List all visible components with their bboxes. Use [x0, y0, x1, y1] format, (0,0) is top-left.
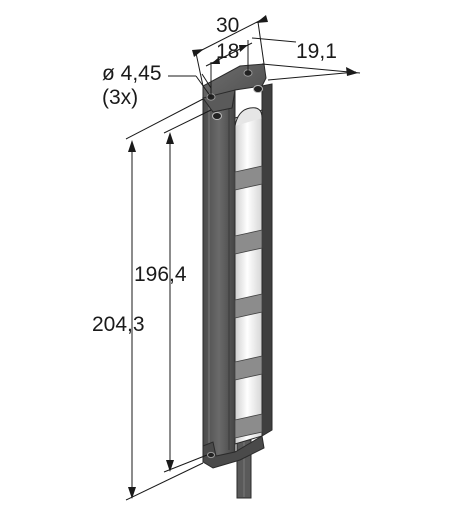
label-overall-length: 204,3 [92, 313, 145, 336]
label-overall-width: 30 [216, 14, 239, 37]
lens-separator [234, 165, 263, 191]
lens-window [234, 107, 263, 445]
label-hole-diameter: ø 4,45 [102, 62, 162, 85]
label-hole-spacing: 18 [216, 40, 239, 63]
lens-separator [234, 413, 263, 439]
label-hole-pitch-length: 196,4 [134, 263, 187, 286]
bottom-end-cap [202, 435, 265, 469]
label-depth: 19,1 [296, 40, 337, 63]
housing-left-rail [202, 89, 236, 463]
sensor-housing [202, 63, 273, 499]
lens-separator [234, 293, 263, 319]
label-hole-count: (3x) [102, 86, 138, 109]
dimension-lines [125, 15, 361, 501]
lens-separator [234, 229, 263, 255]
housing-right-rail [261, 83, 273, 437]
lens-separator [234, 355, 263, 381]
